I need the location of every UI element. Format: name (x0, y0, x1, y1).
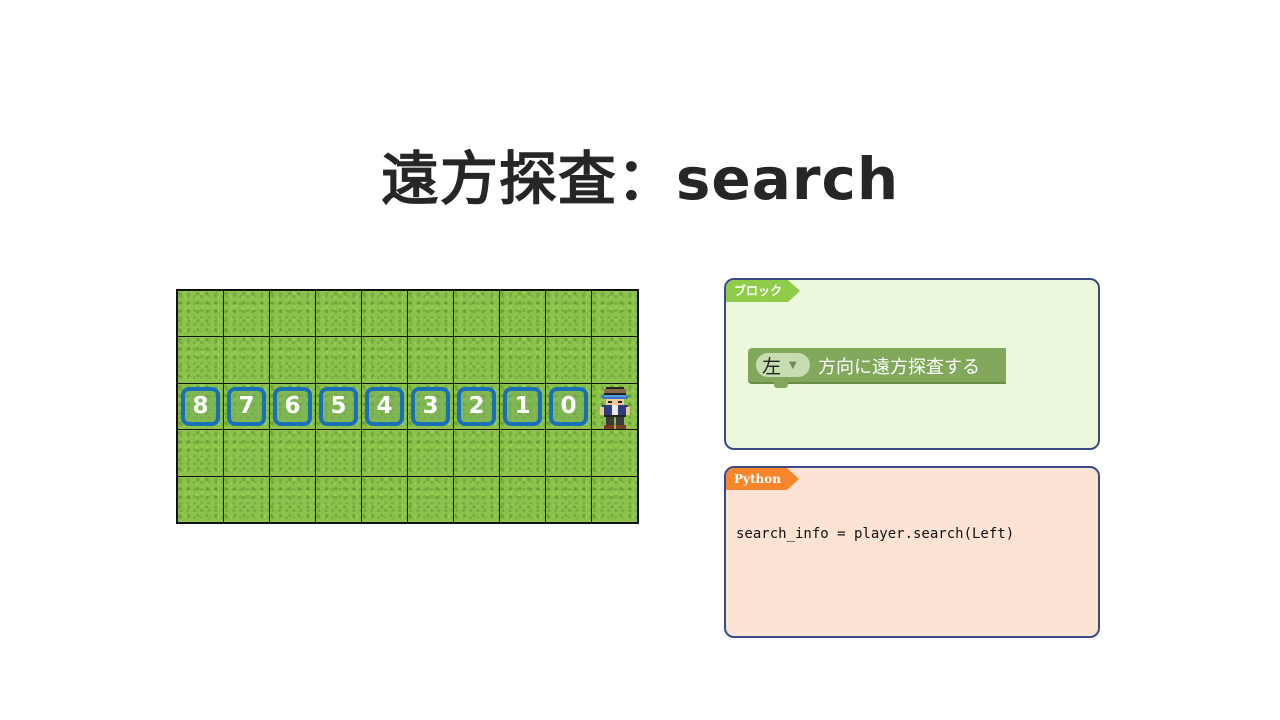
board-cell (316, 476, 362, 523)
board-cell (362, 476, 408, 523)
python-code: search_info = player.search(Left) (736, 526, 1015, 542)
board-cell (592, 337, 638, 384)
search-distance-tile: 8 (181, 386, 220, 427)
direction-dropdown[interactable]: 左 ▼ (756, 353, 810, 378)
block-panel: ブロック 左 ▼ 方向に遠方探査する (724, 278, 1100, 450)
board-cell (270, 291, 316, 338)
board-cell (408, 430, 454, 477)
board-cell: 7 (224, 383, 270, 431)
board-cell: 1 (500, 383, 546, 431)
board-cell (546, 291, 592, 338)
board-cell (224, 291, 270, 338)
search-distance-tile: 4 (365, 386, 404, 427)
board-cell (454, 476, 500, 523)
board-cell (500, 476, 546, 523)
search-block[interactable]: 左 ▼ 方向に遠方探査する (748, 348, 1006, 388)
board-cell (270, 337, 316, 384)
board-cell: 5 (316, 383, 362, 431)
board-cell (454, 430, 500, 477)
board-cell (270, 430, 316, 477)
board-cell (592, 383, 638, 431)
board-cell (316, 291, 362, 338)
board-cell (224, 337, 270, 384)
search-block-label: 方向に遠方探査する (818, 357, 980, 378)
board-cell (546, 430, 592, 477)
search-distance-tile: 0 (549, 386, 588, 427)
board-cell (408, 476, 454, 523)
board-cell: 8 (178, 383, 224, 431)
board-cell (224, 430, 270, 477)
search-distance-tile: 2 (457, 386, 496, 427)
board-cell (362, 337, 408, 384)
board-cell (500, 430, 546, 477)
board-cell (592, 291, 638, 338)
board-cell: 2 (454, 383, 500, 431)
search-distance-tile: 6 (273, 386, 312, 427)
board-cell: 0 (546, 383, 592, 431)
search-distance-tile: 1 (503, 386, 542, 427)
board-cell (362, 291, 408, 338)
player-character-icon (600, 386, 630, 429)
board-cell (454, 291, 500, 338)
search-distance-tile: 5 (319, 386, 358, 427)
board-cell (546, 476, 592, 523)
board-cell (500, 291, 546, 338)
caret-down-icon: ▼ (789, 359, 797, 371)
search-distance-tile: 3 (411, 386, 450, 427)
board-cell (178, 430, 224, 477)
python-panel: Python search_info = player.search(Left) (724, 466, 1100, 638)
board-cell (224, 476, 270, 523)
board-cell (408, 337, 454, 384)
board-cell: 3 (408, 383, 454, 431)
board-cell (454, 337, 500, 384)
board-cell: 6 (270, 383, 316, 431)
board-cell (270, 476, 316, 523)
search-distance-tile: 7 (227, 386, 266, 427)
board-cell (592, 476, 638, 523)
board-cell (178, 291, 224, 338)
board-cell (546, 337, 592, 384)
board-cell (178, 476, 224, 523)
board-cell (178, 337, 224, 384)
board-cell (408, 291, 454, 338)
board-cell: 4 (362, 383, 408, 431)
direction-dropdown-value: 左 (762, 355, 782, 378)
python-panel-tag: Python (726, 468, 799, 490)
board-cell (362, 430, 408, 477)
board-cell (592, 430, 638, 477)
slide-title: 遠方探査：search (380, 145, 900, 213)
block-panel-tag: ブロック (726, 280, 800, 302)
board-cell (316, 430, 362, 477)
board-cell (316, 337, 362, 384)
board-cell (500, 337, 546, 384)
